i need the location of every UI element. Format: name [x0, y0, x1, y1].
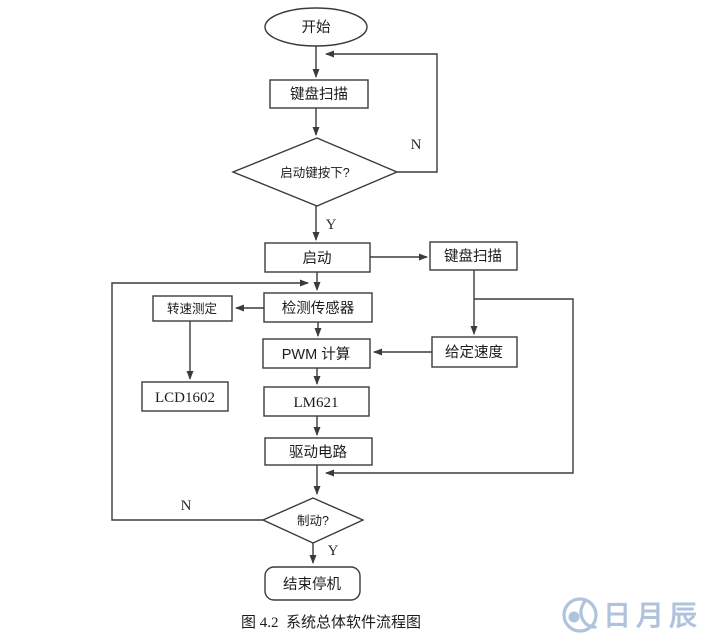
label-yes-bottom: Y: [328, 543, 339, 559]
brake-label: 制动?: [297, 514, 329, 528]
pwm-calc-box: [262, 338, 371, 369]
start-key-label: 启动键按下?: [280, 166, 350, 180]
drive-circuit-label: 驱动电路: [289, 444, 347, 461]
watermark-logo: 日月辰: [562, 597, 701, 633]
keyboard-scan-right-label: 键盘扫描: [444, 247, 502, 265]
icon-crescent-curve: [579, 599, 597, 629]
edge-no-loop-top: [325, 50, 438, 173]
lcd1602-box: [141, 381, 229, 412]
end-stop-label: 结束停机: [283, 576, 341, 593]
node-brake-decision: 制动?: [261, 497, 365, 544]
start-ellipse: [264, 7, 368, 47]
edge-no-loop-bottom: [111, 279, 309, 521]
label-no-top: N: [411, 137, 422, 153]
keyboard-scan-top-label: 键盘扫描: [290, 85, 348, 103]
node-launch: 启动: [264, 242, 371, 273]
given-speed-label: 给定速度: [445, 344, 503, 361]
node-pwm-calc: PWM 计算: [262, 338, 371, 369]
node-lm621: LM621: [263, 386, 370, 417]
node-keyboard-scan-top: 键盘扫描: [269, 79, 369, 109]
start-key-diamond: [231, 137, 399, 207]
node-keyboard-scan-right: 键盘扫描: [429, 241, 518, 271]
watermark-text: 日月辰: [603, 601, 701, 632]
lcd1602-label: LCD1602: [155, 390, 215, 406]
node-sensor-detect: 检测传感器: [263, 292, 373, 323]
lm621-box: [263, 386, 370, 417]
label-yes-top: Y: [326, 217, 337, 233]
keyboard-scan-right-box: [429, 241, 518, 271]
node-start: 开始: [264, 7, 368, 47]
node-given-speed: 给定速度: [431, 336, 518, 368]
figure-caption: 图 4.2 系统总体软件流程图: [241, 614, 421, 631]
icon-inner-dot: [568, 611, 580, 623]
speed-measure-label: 转速测定: [167, 301, 217, 316]
keyboard-scan-top-box: [269, 79, 369, 109]
sensor-detect-label: 检测传感器: [282, 300, 355, 317]
end-stop-box: [264, 566, 361, 601]
brake-diamond: [261, 497, 365, 544]
sensor-detect-box: [263, 292, 373, 323]
node-end-stop: 结束停机: [264, 566, 361, 601]
start-label: 开始: [302, 19, 331, 36]
speed-measure-box: [152, 295, 233, 322]
node-lcd1602: LCD1602: [141, 381, 229, 412]
node-speed-measure: 转速测定: [152, 295, 233, 322]
node-drive-circuit: 驱动电路: [264, 437, 373, 466]
sun-moon-icon: [562, 597, 598, 633]
drive-circuit-box: [264, 437, 373, 466]
label-no-bottom: N: [181, 498, 192, 514]
launch-label: 启动: [303, 250, 332, 267]
lm621-label: LM621: [294, 395, 339, 411]
icon-outer-circle: [562, 597, 598, 633]
launch-box: [264, 242, 371, 273]
pwm-calc-label: PWM 计算: [282, 346, 350, 363]
edge-keyboardscanright-branch-right: [325, 298, 574, 477]
given-speed-box: [431, 336, 518, 368]
node-start-key-decision: 启动键按下?: [231, 137, 399, 207]
